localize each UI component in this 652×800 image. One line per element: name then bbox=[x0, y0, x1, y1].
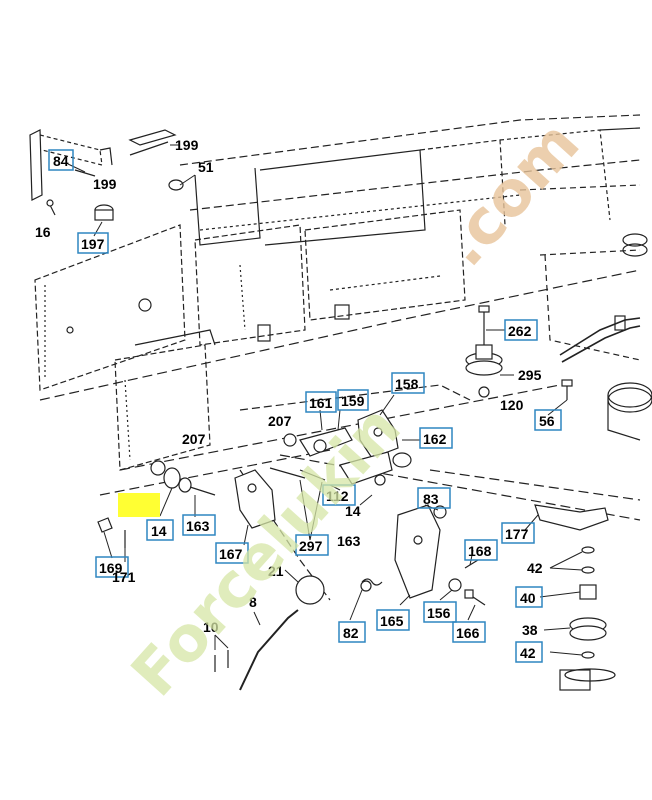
callout-112[interactable]: 112 bbox=[322, 484, 356, 506]
svg-text:166: 166 bbox=[456, 625, 480, 641]
callout-297[interactable]: 297 bbox=[295, 534, 329, 556]
callout-295[interactable]: 295 bbox=[518, 367, 542, 383]
callout-262[interactable]: 262 bbox=[504, 319, 538, 341]
callout-161[interactable]: 161 bbox=[305, 391, 337, 413]
leader-lines bbox=[67, 144, 583, 656]
svg-text:262: 262 bbox=[508, 323, 532, 339]
callout-21[interactable]: 21 bbox=[268, 563, 284, 579]
svg-text:177: 177 bbox=[505, 526, 529, 542]
svg-text:82: 82 bbox=[343, 625, 359, 641]
callout-171[interactable]: 171 bbox=[112, 569, 136, 585]
callout-159[interactable]: 159 bbox=[337, 389, 369, 411]
callout-163-plain[interactable]: 163 bbox=[337, 533, 361, 549]
boxed-callouts: 84 197 262 161 159 158 162 112 83 163 16… bbox=[48, 149, 562, 663]
callout-16[interactable]: 16 bbox=[35, 224, 51, 240]
callout-42-plain[interactable]: 42 bbox=[527, 560, 543, 576]
callout-199-a[interactable]: 199 bbox=[175, 137, 199, 153]
callout-82[interactable]: 82 bbox=[338, 621, 366, 643]
svg-text:.com: .com bbox=[427, 107, 593, 280]
callout-8[interactable]: 8 bbox=[249, 594, 257, 610]
callout-10[interactable]: 10 bbox=[203, 619, 219, 635]
callout-207-a[interactable]: 207 bbox=[182, 431, 206, 447]
svg-text:42: 42 bbox=[520, 645, 536, 661]
highlight-marker bbox=[118, 493, 160, 517]
svg-text:165: 165 bbox=[380, 613, 404, 629]
svg-text:168: 168 bbox=[468, 543, 492, 559]
callout-84[interactable]: 84 bbox=[48, 149, 74, 171]
svg-text:112: 112 bbox=[326, 488, 349, 504]
callout-166[interactable]: 166 bbox=[452, 621, 486, 643]
svg-text:297: 297 bbox=[299, 538, 323, 554]
svg-text:158: 158 bbox=[395, 376, 419, 392]
callout-177[interactable]: 177 bbox=[501, 522, 535, 544]
callout-158[interactable]: 158 bbox=[391, 372, 425, 394]
svg-text:83: 83 bbox=[423, 491, 439, 507]
callout-163-box[interactable]: 163 bbox=[182, 514, 216, 536]
callout-167[interactable]: 167 bbox=[215, 542, 249, 564]
callout-199-b[interactable]: 199 bbox=[93, 176, 117, 192]
callout-40[interactable]: 40 bbox=[515, 586, 543, 608]
svg-text:40: 40 bbox=[520, 590, 536, 606]
svg-text:167: 167 bbox=[219, 546, 243, 562]
svg-text:56: 56 bbox=[539, 413, 555, 429]
callout-14-plain[interactable]: 14 bbox=[345, 503, 361, 519]
callout-197[interactable]: 197 bbox=[77, 232, 109, 254]
svg-text:Forcelukin: Forcelukin bbox=[117, 391, 415, 710]
svg-text:162: 162 bbox=[423, 431, 447, 447]
callout-162[interactable]: 162 bbox=[419, 427, 453, 449]
callout-168[interactable]: 168 bbox=[464, 539, 498, 561]
callout-83[interactable]: 83 bbox=[417, 487, 451, 509]
svg-text:163: 163 bbox=[186, 518, 210, 534]
plain-callouts: 199 199 51 16 295 120 207 207 14 163 21 … bbox=[35, 137, 543, 638]
svg-text:14: 14 bbox=[151, 523, 167, 539]
callout-169[interactable]: 169 bbox=[95, 556, 129, 578]
callout-51[interactable]: 51 bbox=[198, 159, 214, 175]
callout-56[interactable]: 56 bbox=[534, 409, 562, 431]
callout-14-box[interactable]: 14 bbox=[146, 519, 174, 541]
callout-42-box[interactable]: 42 bbox=[515, 641, 543, 663]
svg-text:159: 159 bbox=[341, 393, 365, 409]
parts-drawings bbox=[46, 141, 609, 691]
svg-text:197: 197 bbox=[81, 236, 105, 252]
callout-165[interactable]: 165 bbox=[376, 609, 410, 631]
svg-text:169: 169 bbox=[99, 560, 123, 576]
callout-120[interactable]: 120 bbox=[500, 397, 524, 413]
svg-text:84: 84 bbox=[53, 153, 69, 169]
callout-207-b[interactable]: 207 bbox=[268, 413, 292, 429]
svg-text:156: 156 bbox=[427, 605, 451, 621]
callout-156[interactable]: 156 bbox=[423, 601, 457, 623]
callout-38[interactable]: 38 bbox=[522, 622, 538, 638]
svg-text:161: 161 bbox=[309, 395, 333, 411]
